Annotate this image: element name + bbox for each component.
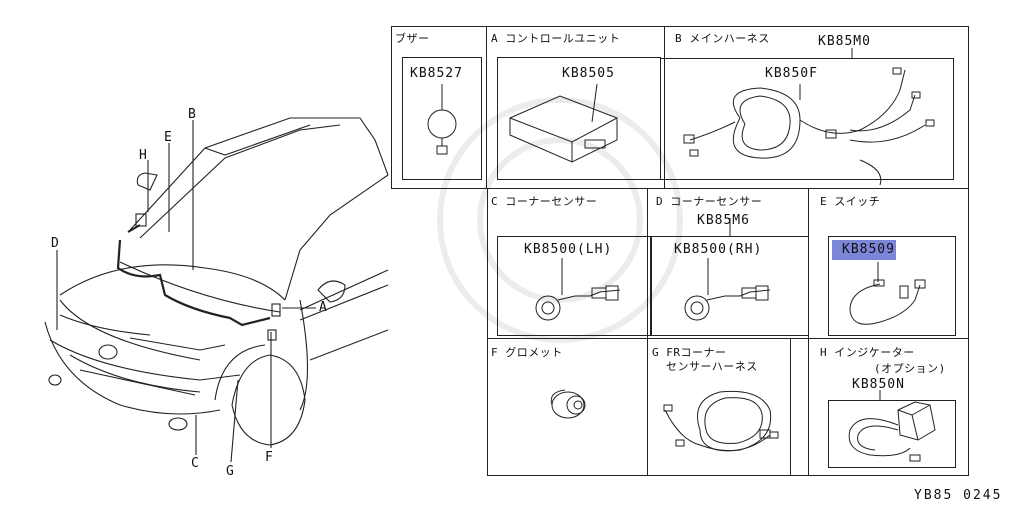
diagram-code: YB85 0245 xyxy=(914,488,1003,503)
divider xyxy=(486,26,487,189)
indicator-title-line1: H インジケーター xyxy=(820,346,915,359)
buzzer-icon xyxy=(427,109,457,139)
indicator-frame xyxy=(828,400,956,468)
car-label-d: D xyxy=(51,236,59,251)
divider xyxy=(647,188,648,476)
control-unit-icon xyxy=(509,95,618,163)
corner-sensor-lh-frame xyxy=(497,236,651,336)
indicator-icon xyxy=(897,401,936,441)
buzzer-frame xyxy=(402,57,482,180)
car-label-g: G xyxy=(226,464,234,479)
divider xyxy=(487,338,969,339)
main-harness-frame xyxy=(660,58,954,180)
fr-harness-title-line1: G FRコーナー xyxy=(652,346,727,359)
corner-sensor-rh-assy-number: KB85M6 xyxy=(697,213,750,228)
car-label-e: E xyxy=(164,130,172,145)
buzzer-part-number: KB8527 xyxy=(410,66,463,81)
corner-sensor-rh-icon xyxy=(684,295,710,321)
switch-title: E スイッチ xyxy=(820,195,881,208)
corner-sensor-lh-title: C コーナーセンサー xyxy=(491,195,598,208)
switch-part-number: KB8509 xyxy=(842,242,895,257)
fr-harness-title-line2: センサーハーネス xyxy=(666,360,758,373)
grommet-icon xyxy=(551,391,585,419)
switch-icon xyxy=(849,283,921,325)
corner-sensor-rh-frame xyxy=(651,236,809,336)
buzzer-title: ブザー xyxy=(395,32,430,45)
corner-sensor-rh-title: D コーナーセンサー xyxy=(656,195,763,208)
divider xyxy=(664,26,665,189)
grommet-title: F グロメット xyxy=(491,346,563,359)
switch-part-highlight xyxy=(832,240,896,260)
car-label-a: A xyxy=(319,300,327,315)
corner-sensor-rh-part-number: KB8500(RH) xyxy=(674,242,763,257)
divider xyxy=(808,338,809,476)
car-label-b: B xyxy=(188,107,196,122)
car-label-c: C xyxy=(191,456,199,471)
main-harness-assy-number: KB85M0 xyxy=(818,34,871,49)
control-unit-title: A コントロールユニット xyxy=(491,32,621,45)
corner-sensor-lh-icon xyxy=(535,295,561,321)
parts-grid-bottom xyxy=(487,188,969,476)
corner-sensor-lh-part-number: KB8500(LH) xyxy=(524,242,613,257)
indicator-title-line2: (オプション) xyxy=(874,362,946,375)
control-unit-part-number: KB8505 xyxy=(562,66,615,81)
switch-frame xyxy=(828,236,956,336)
car-label-f: F xyxy=(265,450,273,465)
car-label-h: H xyxy=(139,148,147,163)
indicator-part-number: KB850N xyxy=(852,377,905,392)
main-harness-title: B メインハーネス xyxy=(675,32,770,45)
main-harness-part-number: KB850F xyxy=(765,66,818,81)
indicator-outer-frame xyxy=(790,338,969,476)
